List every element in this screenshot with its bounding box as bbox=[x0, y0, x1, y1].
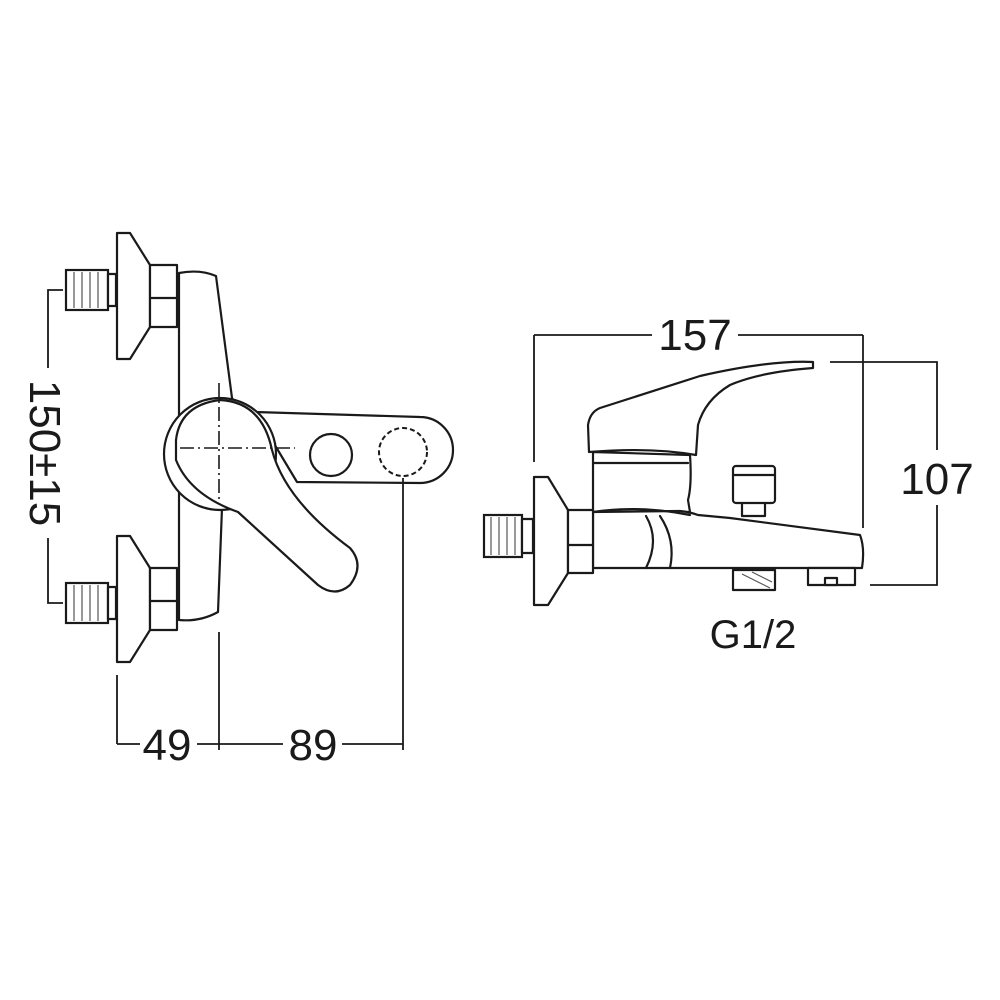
dimension-label-89: 89 bbox=[289, 721, 338, 770]
thread-spec-label: G1/2 bbox=[710, 613, 797, 657]
dimension-height: 107 bbox=[830, 361, 974, 586]
upper-flange bbox=[115, 231, 152, 361]
front-view: 150±15 49 89 bbox=[20, 231, 455, 770]
upper-thread bbox=[64, 268, 110, 312]
dimension-inlet-spacing: 150±15 bbox=[20, 289, 69, 604]
side-nut bbox=[566, 508, 595, 575]
upper-inlet bbox=[64, 231, 179, 361]
dimension-label-157: 157 bbox=[658, 311, 731, 360]
dimension-label-inlet-spacing: 150±15 bbox=[20, 380, 69, 527]
spout-outlet-circle bbox=[308, 432, 354, 478]
spout-arm bbox=[253, 410, 455, 485]
dimension-horizontal-front: 49 89 bbox=[116, 478, 404, 770]
spout-body bbox=[591, 509, 865, 570]
upper-nut bbox=[148, 263, 179, 329]
lower-flange bbox=[115, 534, 152, 664]
lower-nut bbox=[148, 566, 179, 632]
side-thread bbox=[482, 513, 524, 559]
side-lever bbox=[586, 360, 815, 457]
lower-inlet bbox=[64, 534, 179, 664]
lower-thread bbox=[64, 581, 110, 625]
dimension-label-49: 49 bbox=[143, 721, 192, 770]
hidden-outlet-circle bbox=[378, 427, 428, 477]
lever-handle bbox=[174, 398, 359, 593]
dimension-length: 157 bbox=[533, 311, 864, 528]
side-flange bbox=[532, 475, 570, 607]
side-view: 157 107 G1/2 bbox=[482, 311, 974, 657]
dimension-label-107: 107 bbox=[900, 455, 973, 504]
diverter-knob bbox=[731, 464, 777, 518]
cartridge-housing bbox=[591, 450, 692, 514]
